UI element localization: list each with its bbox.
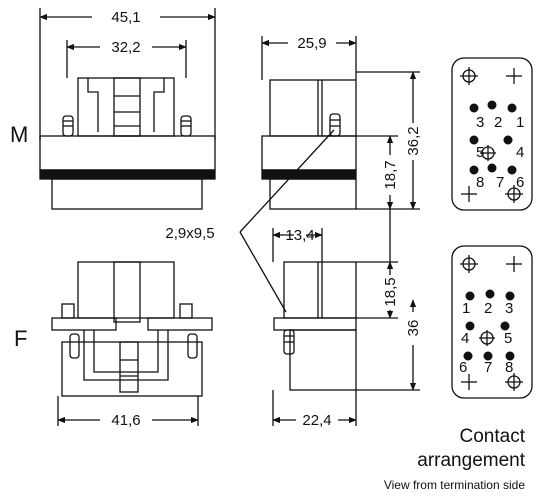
- dim-f-side-width: 22,4: [302, 412, 331, 429]
- f-contact-number: 4: [461, 330, 469, 347]
- f-side-view: [272, 209, 420, 426]
- caption-line-1: Contact: [459, 426, 525, 447]
- m-front-view: [39, 8, 216, 210]
- f-contact-numbers: 1 2 3 4 5 6 7 8: [459, 300, 513, 376]
- m-contact-number: 1: [516, 114, 524, 131]
- dim-f-side-offset: 13,4: [285, 227, 314, 244]
- m-contact-plate: [451, 57, 533, 211]
- screw-leader-m: [239, 129, 335, 233]
- m-side-view: [261, 36, 420, 210]
- m-contact-numbers: 3 2 1 5 4 8 7 6: [476, 114, 524, 191]
- f-contact-number: 7: [484, 359, 492, 376]
- dim-f-front-width: 41,6: [111, 412, 140, 429]
- m-contact-dots: [469, 100, 517, 175]
- f-contact-plate: [451, 245, 533, 399]
- row-label-m: M: [10, 122, 28, 147]
- m-contact-number: 8: [476, 174, 484, 191]
- dim-m-side-width: 25,9: [297, 35, 326, 52]
- m-contact-number: 7: [496, 174, 504, 191]
- dim-m-front-inner: 32,2: [111, 39, 140, 56]
- f-front-view: [51, 261, 213, 426]
- f-contact-number: 3: [505, 300, 513, 317]
- dim-m-front-width: 45,1: [111, 9, 140, 26]
- dim-f-height-upper: 18,5: [382, 277, 399, 306]
- m-contact-number: 5: [476, 144, 484, 161]
- f-contact-number: 2: [484, 300, 492, 317]
- f-contact-number: 8: [505, 359, 513, 376]
- caption-line-2: arrangement: [417, 450, 525, 471]
- row-label-f: F: [14, 326, 27, 351]
- m-contact-number: 4: [516, 144, 524, 161]
- m-contact-number: 2: [494, 114, 502, 131]
- m-contact-number: 3: [476, 114, 484, 131]
- m-contact-number: 6: [516, 174, 524, 191]
- dim-screw: 2,9x9,5: [165, 225, 214, 242]
- f-contact-number: 5: [504, 330, 512, 347]
- dim-m-height-lower: 18,7: [382, 160, 399, 189]
- f-contact-number: 1: [462, 300, 470, 317]
- f-contact-number: 6: [459, 359, 467, 376]
- f-contact-dots: [463, 289, 515, 361]
- dim-f-height-total: 36: [405, 320, 422, 337]
- dim-m-height-total: 36,2: [405, 126, 422, 155]
- caption-line-3: View from termination side: [383, 478, 525, 492]
- screw-leader-f: [239, 231, 287, 313]
